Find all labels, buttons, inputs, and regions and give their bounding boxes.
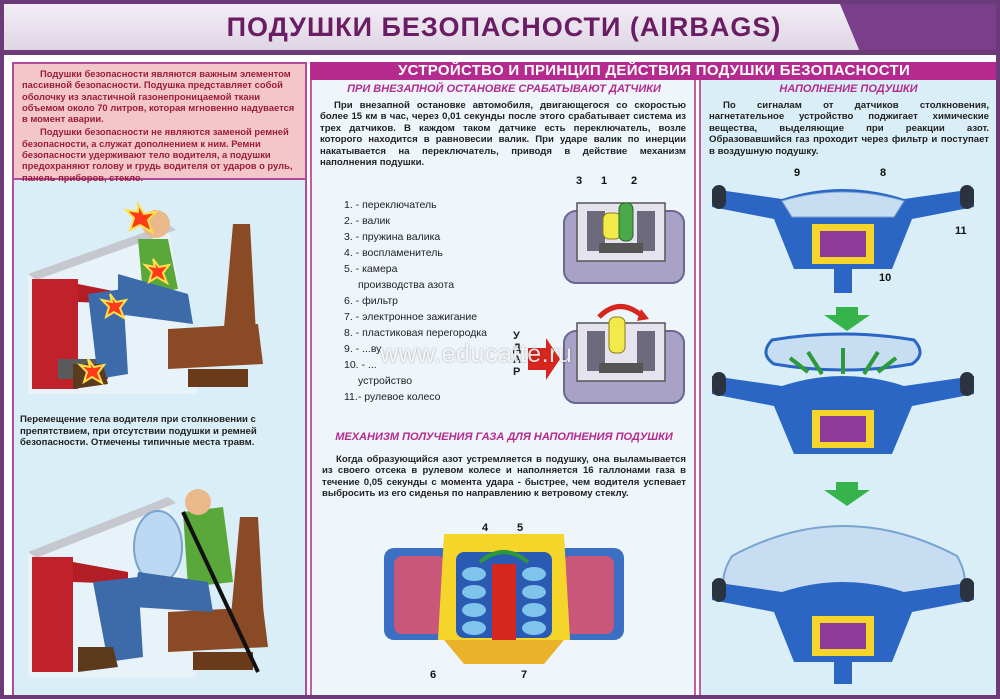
down-arrow-icon [824, 482, 870, 506]
label-5: 5 [517, 522, 524, 534]
list-item: 7. - электронное зажигание [344, 311, 478, 323]
label-2: 2 [631, 175, 638, 187]
list-item: 8. - пластиковая перегородка [344, 327, 488, 339]
sensor-diagram-rest [563, 202, 685, 284]
crash-with-airbag-illustration [18, 472, 304, 692]
label-3: 3 [576, 175, 583, 187]
label-6: 6 [430, 669, 437, 681]
steering-wheel-stage-2 [712, 332, 974, 454]
header-divider [4, 50, 996, 55]
parts-list: 1. - переключатель 2. - валик 3. - пружи… [344, 197, 494, 405]
list-item: 4. - воспламенитель [344, 247, 443, 259]
sensors-heading: ПРИ ВНЕЗАПНОЙ ОСТАНОВКЕ СРАБАТЫВАЮТ ДАТЧ… [347, 83, 661, 95]
list-item: 5. - камера [344, 263, 398, 275]
gas-generator-diagram [384, 534, 624, 664]
section-title: УСТРОЙСТВО И ПРИНЦИП ДЕЙСТВИЯ ПОДУШКИ БЕ… [310, 62, 996, 80]
sensor-diagram-impact [563, 304, 685, 404]
label-7: 7 [521, 669, 528, 681]
intro-paragraph-1: Подушки безопасности являются важным эле… [22, 68, 295, 125]
gas-text: Когда образующийся азот устремляется в п… [322, 454, 686, 500]
list-item: 11.- рулевое колесо [344, 391, 441, 403]
label-8: 8 [880, 167, 887, 179]
list-item: 1. - переключатель [344, 199, 437, 211]
label-11: 11 [955, 225, 967, 237]
gas-heading: МЕХАНИЗМ ПОЛУЧЕНИЯ ГАЗА ДЛЯ НАПОЛНЕНИЯ П… [335, 431, 673, 443]
intro-box: Подушки безопасности являются важным эле… [12, 62, 307, 183]
down-arrow-icon [824, 307, 870, 331]
label-9: 9 [794, 167, 801, 179]
header: ПОДУШКИ БЕЗОПАСНОСТИ (AIRBAGS) [4, 4, 996, 56]
list-item: 2. - валик [344, 215, 390, 227]
list-item: 10. - ... [344, 359, 377, 371]
filling-text: По сигналам от датчиков столкновения, на… [709, 100, 989, 157]
label-10: 10 [879, 272, 892, 284]
impact-arrow-icon [528, 338, 560, 380]
left-caption: Перемещение тела водителя при столкновен… [20, 414, 257, 449]
list-item: 9. - ...ву [344, 343, 382, 355]
impact-label: УДАР [513, 330, 521, 378]
list-item: устройство [358, 375, 413, 387]
sensors-text: При внезапной остановке автомобиля, двиг… [320, 100, 686, 169]
label-4: 4 [482, 522, 489, 534]
header-corner-decoration [840, 4, 996, 50]
label-1: 1 [601, 175, 608, 187]
list-item: 3. - пружина валика [344, 231, 441, 243]
watermark: www.educatte.ru [380, 340, 573, 368]
crash-without-airbag-illustration [18, 184, 304, 409]
header-band [4, 4, 996, 52]
steering-wheel-stage-3 [712, 525, 974, 684]
list-item: 6. - фильтр [344, 295, 399, 307]
filling-heading: НАПОЛНЕНИЕ ПОДУШКИ [779, 83, 918, 95]
steering-wheel-stage-1 [712, 185, 974, 293]
page-title: ПОДУШКИ БЕЗОПАСНОСТИ (AIRBAGS) [226, 12, 782, 42]
list-item: производства азота [358, 279, 455, 291]
intro-paragraph-2: Подушки безопасности не являются заменой… [22, 126, 293, 183]
